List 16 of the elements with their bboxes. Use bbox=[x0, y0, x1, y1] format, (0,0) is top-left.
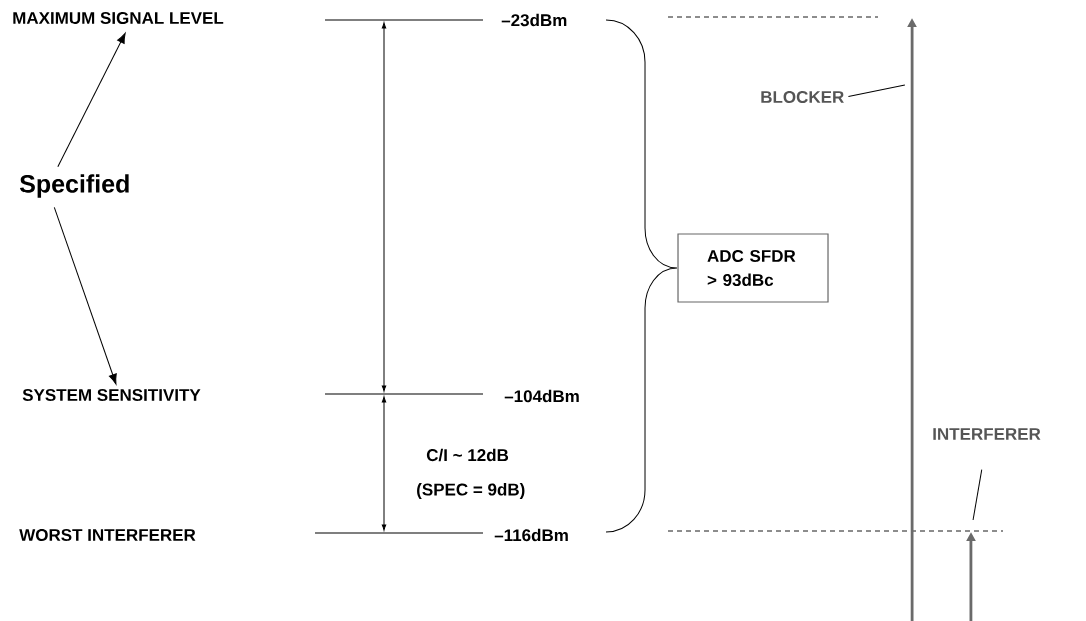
value-label: –104dBm bbox=[504, 389, 579, 403]
value-label: –116dBm bbox=[494, 528, 568, 542]
level-label: WORST INTERFERER bbox=[19, 529, 196, 542]
value-label: (SPEC = 9dB) bbox=[417, 483, 525, 499]
value-label: –23dBm bbox=[501, 13, 567, 27]
value-label: C/I ~ 12dB bbox=[426, 448, 509, 462]
signal-label: BLOCKER bbox=[761, 91, 844, 104]
arrow bbox=[57, 32, 126, 168]
arrow bbox=[53, 206, 117, 385]
spec-box: ADC SFDR > 93dBc bbox=[677, 233, 829, 303]
level-label: SYSTEM SENSITIVITY bbox=[22, 389, 201, 402]
leader-line bbox=[847, 84, 906, 98]
level-label: MAXIMUM SIGNAL LEVEL bbox=[13, 12, 224, 24]
annotation-text: Specified bbox=[19, 174, 129, 198]
leader-line bbox=[972, 469, 983, 521]
signal-label: INTERFERER bbox=[933, 428, 1041, 440]
